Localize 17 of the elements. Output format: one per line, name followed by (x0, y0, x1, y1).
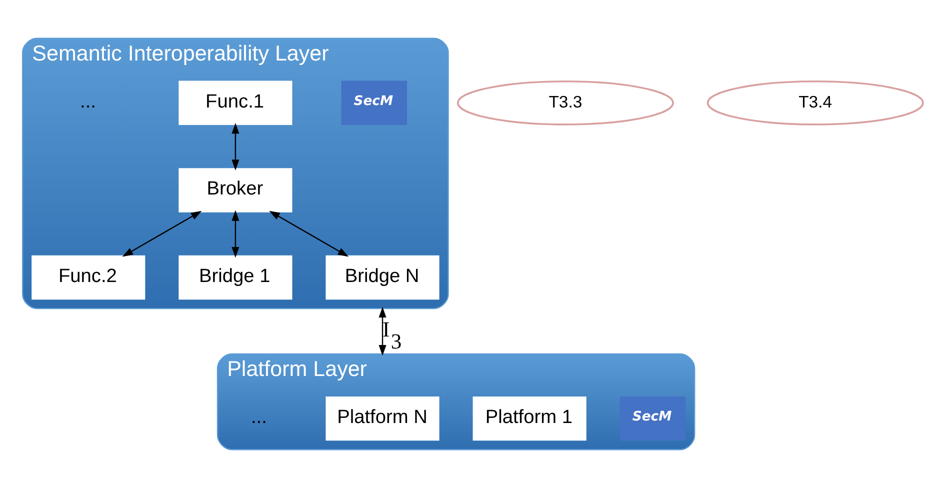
arrow (269, 210, 349, 257)
node-box: Bridge 1 (178, 255, 292, 300)
node-box: Bridge N (326, 255, 440, 300)
node-box: Func.2 (32, 255, 146, 300)
arrow (378, 306, 386, 356)
node-ellipse: T3.4 (706, 80, 924, 126)
node-box: Platform 1 (472, 396, 586, 441)
node-box: Platform N (326, 396, 440, 441)
node-box: SecM (341, 80, 408, 126)
node-ellipse: T3.3 (456, 80, 674, 126)
label: ... (250, 407, 267, 428)
node-box: Broker (178, 168, 292, 212)
arrow (232, 210, 240, 258)
label: ... (80, 91, 96, 112)
node-box: Func.1 (178, 80, 292, 126)
arrow (232, 122, 240, 170)
arrow (122, 210, 202, 257)
